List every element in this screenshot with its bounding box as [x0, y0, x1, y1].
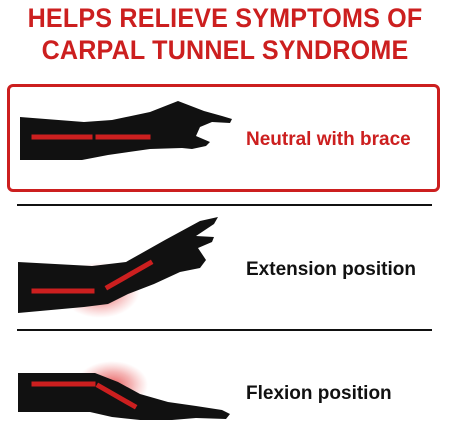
extension-hand-silhouette	[18, 217, 218, 313]
flexion-position-label: Flexion position	[246, 383, 392, 404]
flexion-nerve-line-hand	[95, 382, 138, 410]
neutral-position-label: Neutral with brace	[246, 129, 411, 150]
extension-nerve-line-hand	[104, 259, 154, 291]
section-divider-2	[17, 329, 432, 331]
headline-line-2: CARPAL TUNNEL SYNDROME	[41, 35, 409, 65]
neutral-highlight-frame	[7, 84, 440, 192]
extension-position-label: Extension position	[246, 259, 416, 280]
headline-line-1: HELPS RELIEVE SYMPTOMS OF	[27, 3, 423, 33]
extension-wrist-illustration	[18, 217, 218, 318]
section-divider-1	[17, 204, 432, 206]
flexion-wrist-illustration	[18, 361, 230, 420]
neutral-wrist-illustration	[20, 101, 232, 160]
neutral-hand-silhouette	[20, 101, 232, 160]
